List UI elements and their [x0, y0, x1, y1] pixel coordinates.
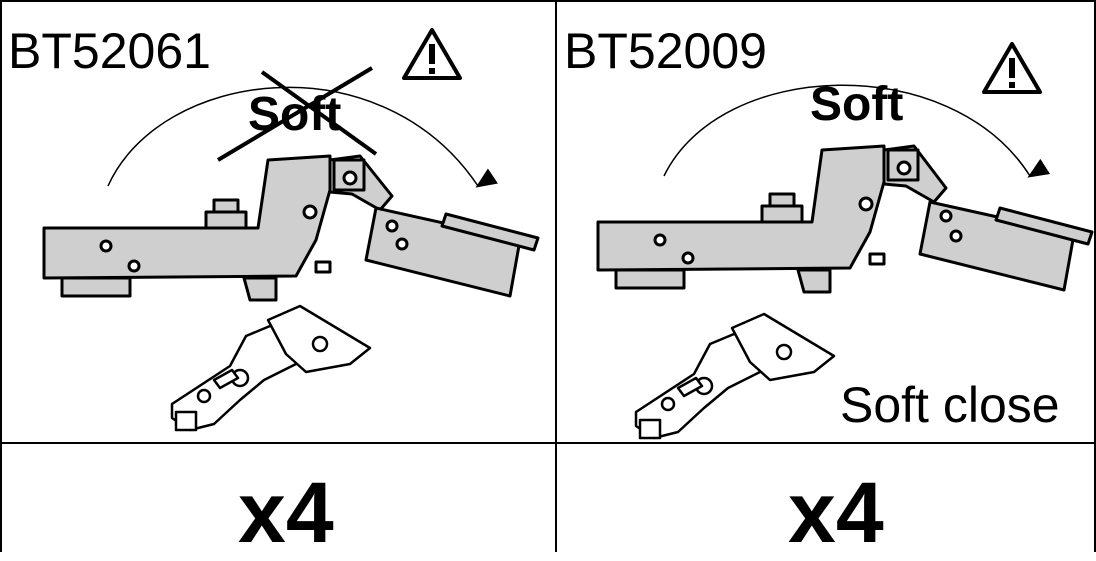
quantity-left: x4 — [238, 465, 334, 561]
warning-triangle-icon — [982, 42, 1042, 94]
part-code-right: BT52009 — [564, 23, 767, 79]
outer-border-right — [1094, 0, 1096, 552]
soft-close-caption: Soft close — [840, 377, 1060, 433]
hinge-side-view-icon — [42, 154, 540, 302]
quantity-right: x4 — [788, 465, 884, 561]
soft-label: Soft — [810, 78, 903, 131]
outer-border-left — [0, 0, 2, 552]
center-divider — [555, 0, 557, 552]
part-code-left: BT52061 — [8, 23, 211, 79]
hinge-side-view-icon — [596, 144, 1094, 294]
arrow-arc-icon — [107, 86, 498, 188]
row-divider — [0, 442, 1096, 444]
warning-triangle-icon — [402, 28, 462, 80]
arrow-arc-icon — [663, 84, 1051, 178]
cross-out-icon — [216, 66, 378, 162]
hinge-isometric-icon — [634, 312, 836, 440]
outer-border-top — [0, 0, 1096, 2]
hinge-isometric-icon — [170, 304, 372, 432]
